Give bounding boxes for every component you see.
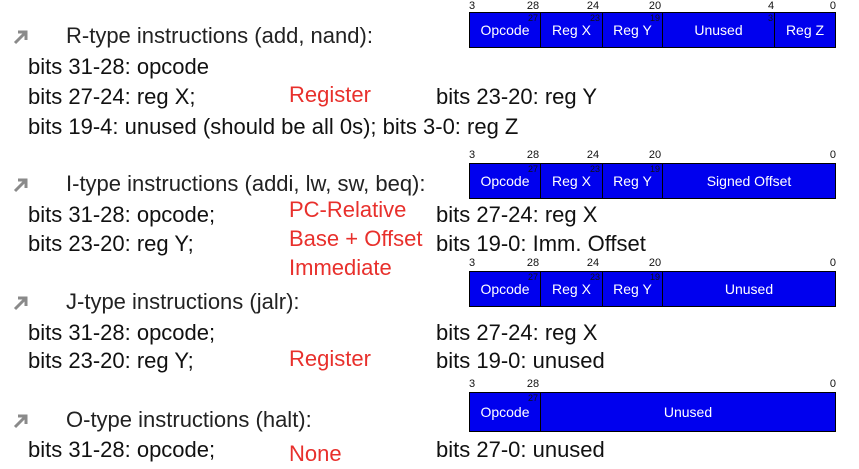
o-type-heading: O-type instructions (halt): [66,407,312,432]
i-type-heading: I-type instructions (addi, lw, sw, beq): [66,171,426,196]
bit-tick-label: 20 [648,0,662,12]
field-reg-y: Reg Y [602,164,662,198]
field-reg-x: Reg X [540,272,602,306]
bit-tick-label: 28 [526,378,540,390]
bit-tick-label: 0 [829,149,836,161]
field-reg-z: Reg Z [774,13,835,47]
o-type-line: bits 31-28: opcode; [28,437,216,462]
field-reg-y: Reg Y [602,13,662,47]
r-type-line: bits 23-20: reg Y [436,84,598,109]
bit-tick-label: 4 [767,0,775,12]
i-type-format-diagram: 3 28 24 20 0 Opcode Reg X Reg Y Signed O… [469,149,836,199]
bit-mark: 19 [650,272,661,282]
i-type-line: bits 19-0: Imm. Offset [436,231,646,256]
bit-tick-label: 3 [469,257,476,269]
instruction-bar: Opcode Reg X Reg Y Signed Offset 27 23 1… [469,163,836,199]
field-unused: Unused [662,272,835,306]
field-opcode: Opcode [480,281,530,297]
bit-tick-label: 3 [469,378,476,390]
o-type-format-diagram: 3 28 0 Opcode Unused 27 [469,378,836,434]
bit-tick-label: 28 [526,257,540,269]
r-type-line: bits 19-4: unused (should be all 0s); bi… [28,114,519,139]
r-type-note: Register [289,82,371,107]
bit-mark: 19 [650,164,661,174]
bit-tick-label: 3 [469,149,476,161]
field-reg-y: Reg Y [602,272,662,306]
arrow-up-right-icon [12,28,30,46]
instruction-bar: Opcode Reg X Reg Y Unused 27 23 19 [469,271,836,307]
bit-tick-label: 20 [648,257,662,269]
bit-tick-label: 20 [648,149,662,161]
j-type-line: bits 27-24: reg X [436,320,598,345]
i-type-note: Base + Offset [289,226,423,251]
field-opcode: Opcode [480,173,530,189]
instruction-bar: Opcode Unused 27 [469,392,836,432]
field-opcode: Opcode [480,404,530,420]
field-reg-x: Reg X [540,13,602,47]
bit-tick-label: 24 [586,0,600,12]
bit-mark: 23 [590,13,601,23]
bit-tick-label: 3 [469,0,476,12]
o-type-note: None [289,441,342,466]
j-type-line: bits 31-28: opcode; [28,320,216,345]
instruction-bar: Opcode Reg X Reg Y Unused Reg Z 27 23 19… [469,12,836,48]
arrow-up-right-icon [12,176,30,194]
bit-tick-label: 0 [829,0,836,12]
j-type-line: bits 23-20: reg Y; [28,348,194,373]
r-type-line: bits 31-28: opcode [28,54,210,79]
i-type-line: bits 27-24: reg X [436,202,598,227]
i-type-line: bits 31-28: opcode; [28,202,216,227]
bit-tick-label: 0 [829,378,836,390]
field-reg-x: Reg X [540,164,602,198]
bit-mark: 27 [528,13,539,23]
bit-mark: 27 [528,393,539,403]
arrow-up-right-icon [12,294,30,312]
field-unused: Unused [662,13,774,47]
bit-mark: 19 [650,13,661,23]
field-signed-offset: Signed Offset [662,164,835,198]
r-type-format-diagram: 3 28 24 20 4 0 Opcode Reg X Reg Y Unused… [469,0,836,50]
bit-tick-label: 28 [526,0,540,12]
bit-mark: 27 [528,272,539,282]
bit-mark: 3 [768,13,774,23]
r-type-line: bits 27-24: reg X; [28,84,196,109]
i-type-note: PC-Relative [289,197,407,222]
j-type-note: Register [289,346,371,371]
bit-tick-label: 28 [526,149,540,161]
arrow-up-right-icon [12,412,30,430]
field-opcode: Opcode [480,22,530,38]
j-type-format-diagram: 3 28 24 20 0 Opcode Reg X Reg Y Unused 2… [469,257,836,307]
r-type-heading: R-type instructions (add, nand): [66,23,373,48]
i-type-line: bits 23-20: reg Y; [28,231,194,256]
bit-tick-label: 0 [829,257,836,269]
i-type-note: Immediate [289,255,392,280]
bit-mark: 23 [590,164,601,174]
j-type-line: bits 19-0: unused [436,348,605,373]
bit-mark: 23 [590,272,601,282]
bit-tick-label: 24 [586,149,600,161]
bit-mark: 27 [528,164,539,174]
o-type-line: bits 27-0: unused [436,437,605,462]
bit-tick-label: 24 [586,257,600,269]
field-unused: Unused [540,393,835,431]
j-type-heading: J-type instructions (jalr): [66,289,300,314]
